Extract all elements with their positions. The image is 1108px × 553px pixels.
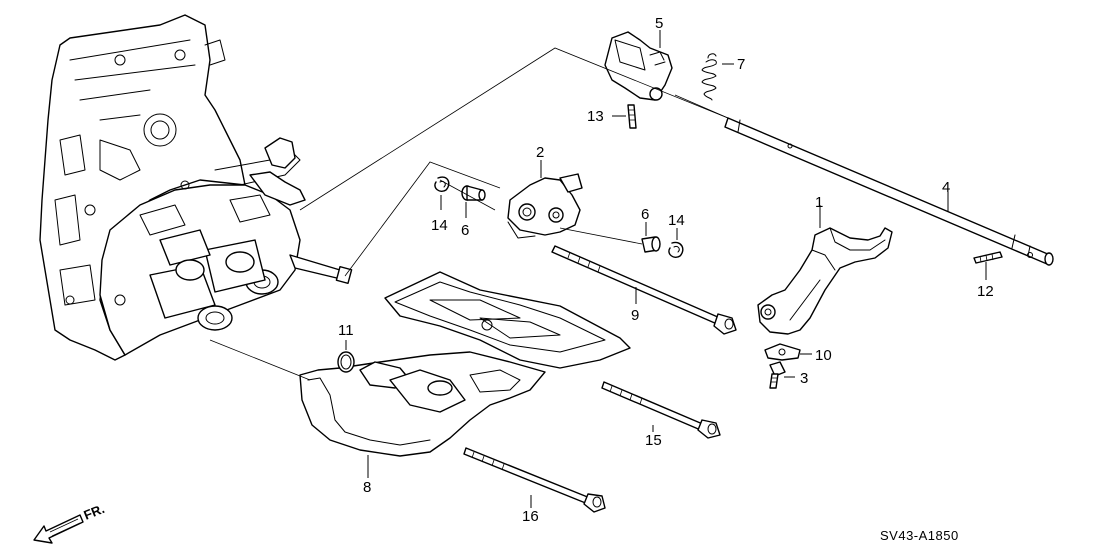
callout-13: 13 [587, 108, 604, 125]
callout-8: 8 [363, 479, 371, 496]
callout-2: 2 [536, 144, 544, 161]
washer-plate-10 [764, 343, 801, 361]
callout-10: 10 [815, 347, 832, 364]
bolt-3 [769, 361, 786, 389]
separator-plate [384, 271, 631, 369]
callout-11: 11 [338, 322, 354, 339]
front-direction-label: FR. [82, 501, 107, 523]
callout-3: 3 [800, 370, 808, 387]
callout-15: 15 [645, 432, 662, 449]
callout-labels: 1 2 3 4 5 6 6 7 8 9 10 11 12 13 14 14 15… [338, 15, 994, 525]
shift-shaft [724, 117, 1054, 266]
shift-fork [757, 227, 893, 335]
callout-12: 12 [977, 283, 994, 300]
callout-7: 7 [737, 56, 745, 73]
front-direction-arrow: FR. [33, 501, 107, 544]
clip-14-left [434, 176, 450, 192]
clip-14-right [668, 241, 684, 258]
o-ring-11 [337, 351, 355, 373]
callout-14-right: 14 [668, 212, 685, 229]
solenoid-assembly [99, 137, 353, 356]
servo-lever [507, 173, 583, 239]
callout-6-right: 6 [641, 206, 649, 223]
roll-pin-12 [973, 251, 1003, 264]
valve-body-cover [299, 351, 546, 457]
callout-16: 16 [522, 508, 539, 525]
bushing-6-right [641, 236, 661, 253]
callout-1: 1 [815, 194, 823, 211]
assembly-guide-lines [209, 47, 729, 381]
detent-lever [604, 31, 673, 101]
diagram-code: SV43-A1850 [880, 528, 959, 543]
callout-9: 9 [631, 307, 639, 324]
callout-4: 4 [942, 179, 950, 196]
bolt-9 [551, 245, 737, 335]
callout-6-left: 6 [461, 222, 469, 239]
detent-spring [701, 53, 717, 101]
callout-14-left: 14 [431, 217, 448, 234]
bolt-15 [601, 381, 721, 439]
roll-pin-13 [627, 104, 637, 129]
callout-leaders [345, 30, 987, 508]
bolt-16 [463, 447, 606, 513]
callout-5: 5 [655, 15, 663, 32]
